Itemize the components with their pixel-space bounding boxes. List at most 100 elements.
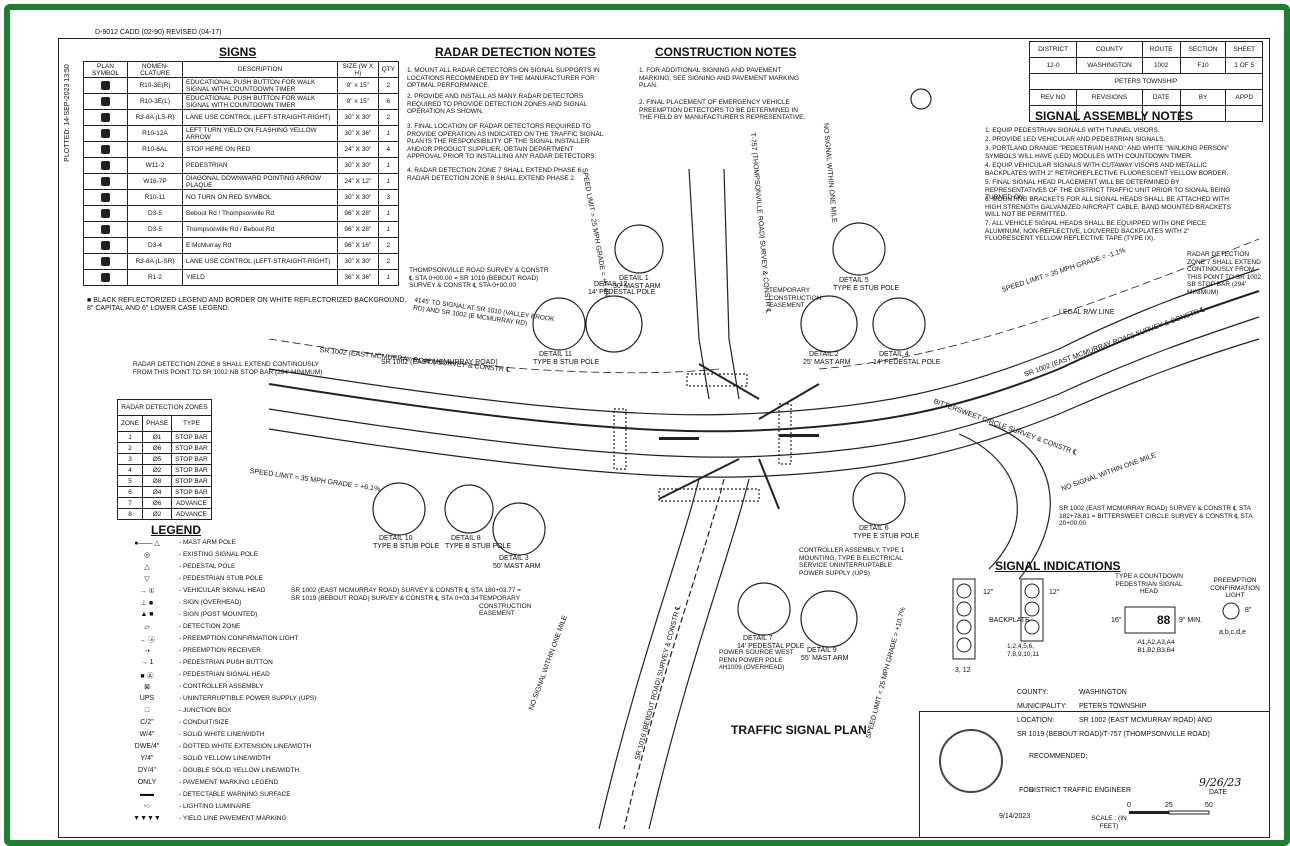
signs-cell-qty: 1 [377,269,400,286]
location-line-1: SR 1002 (EAST MCMURRAY ROAD) AND [1079,717,1213,724]
note-item: 2. PROVIDE AND INSTALL AS MANY RADAR DET… [407,93,588,116]
signal-head-standard [1020,578,1044,642]
recommended-label: RECOMMENDED: [1029,753,1088,760]
signs-cell-nom: W11-2 [126,157,184,174]
north-arrow [910,88,932,110]
detail-number: DETAIL 5 [839,277,869,284]
legend-label: - PEDESTRIAN STUB POLE [179,575,263,582]
detail-num: 6 [884,525,889,532]
legend-symbol-icon: DWE/4" [134,743,160,750]
countdown-label: TYPE A COUNTDOWN PEDESTRIAN SIGNAL HEAD [1115,573,1183,596]
detail-label: TYPE B STUB POLE [445,543,512,550]
radar-zone-header: PHASE [142,415,173,432]
detail-circle-6 [852,472,906,526]
engineer-seal [939,729,1003,793]
bittersweet-west [958,433,1018,570]
legend-label: - SOLID YELLOW LINE/WIDTH [179,755,271,762]
legal-rw: LEGAL R/W LINE [1059,309,1115,316]
plan-title: TRAFFIC SIGNAL PLAN [731,723,867,737]
legal-rw-east [818,238,1260,370]
detail-num: 7 [768,635,773,642]
sign-symbol-icon [100,257,110,266]
stop-bar-west [659,437,699,440]
detail-number: DETAIL 2 [809,351,839,358]
legend-symbol-icon: Y/4" [140,755,154,762]
radar-zone-cell: Ø6 [142,442,173,454]
radar-zone-cell: 2 [116,442,144,454]
detail-num: 9 [832,647,837,654]
radar-zone-cell: 3 [116,453,144,465]
sign-symbol-icon [100,209,110,218]
muni-value: PETERS TOWNSHIP [1079,703,1147,710]
radar-zone-header: ZONE [116,415,144,432]
detail-num: 11 [564,351,572,358]
date-label: DATE [1209,789,1228,796]
radar-zone-cell: STOP BAR [171,486,212,498]
detail-circle-9 [800,590,858,648]
note-item: 3. PORTLAND ORANGE "PEDESTRIAN HAND" AND… [985,145,1229,160]
radar-zone-cell: 6 [116,486,144,498]
radar-zone-cell: ADVANCE [171,508,212,520]
dim-12: 12" [983,589,994,596]
legend-label: - PREEMPTION CONFIRMATION LIGHT [179,635,299,642]
radar-zone-cell: Ø1 [142,431,173,443]
signal-lens [956,619,972,635]
signs-cell-nom: R10-3E(L) [126,93,184,110]
signal-head-3-section [952,578,976,660]
detail-label: 14' PEDESTAL POLE [737,643,805,650]
legend-symbol-icon: ONLY [137,779,157,786]
radar-zone-cell: 7 [116,497,144,509]
road-centerline [268,290,1260,433]
signal-assembly-title: SIGNAL ASSEMBLY NOTES [1035,109,1194,123]
power-note: POWER SOURCE WEST PENN POWER POLE #H1009… [719,649,794,672]
title-block-value: 12-0 [1028,57,1078,74]
detail-label: 14' PEDESTAL POLE [873,359,941,366]
legend-label: - SOLID WHITE LINE/WIDTH [179,731,265,738]
radar-zone-cell: 5 [116,475,144,487]
detail-circle-8 [444,484,494,534]
signs-row: R10-3E(L)EDUCATIONAL PUSH BUTTON FOR WAL… [83,93,400,110]
legend-symbol-icon: □ [144,707,150,714]
mast-arm-1 [698,363,760,400]
scale-label: SCALE : (IN FEET) [1091,815,1127,830]
construction-notes-title: CONSTRUCTION NOTES [655,45,797,59]
note-item: 2. FINAL PLACEMENT OF EMERGENCY VEHICLE … [639,99,806,122]
legend-label: - SIGN (OVERHEAD) [179,599,242,606]
note-item: 5. FINAL SIGNAL HEAD PLACEMENT WILL BE D… [985,179,1231,202]
detail-num: 5 [864,277,869,284]
radar-zone-cell: Ø4 [142,486,173,498]
detail-number: DETAIL 3 [499,555,529,562]
legend-label: - UNINTERRUPTIBLE POWER SUPPLY (UPS) [179,695,317,702]
crosswalk-south [658,488,760,502]
sign-symbol-icon [100,97,110,106]
legend-label: - SIGN (POST MOUNTED) [179,611,258,618]
detail-circle-10 [372,482,426,536]
note-item: 2. PROVIDE LED VEHICULAR AND PEDESTRIAN … [985,136,1166,143]
legend-symbol-icon: DY/4" [137,767,157,774]
radar-zone-cell: Ø2 [142,508,173,520]
signs-cell-nom: R10-11 [126,189,184,206]
head-a-ids: 3, 12 [955,667,971,674]
legend-symbol-icon: -○ [143,803,151,810]
detail-num: 1 [644,275,649,282]
signal-indications-title: SIGNAL INDICATIONS [995,559,1121,573]
detail-label: 30' MAST ARM [613,283,661,290]
sign-symbol-icon [100,113,110,122]
sign-symbol-icon [100,81,110,90]
legend-symbol-icon: UPS [139,695,155,702]
sign-symbol-icon [100,161,110,170]
county-value: WASHINGTON [1079,689,1127,696]
detail-label: 55' MAST ARM [801,655,849,662]
countdown-min: 9" MIN. [1179,617,1203,624]
scale-tick-50: 50 [1205,802,1213,809]
sign-symbol-icon [100,193,110,202]
signs-cell-nom: R10-12A [126,125,184,142]
backplate-label: BACKPLATE [989,617,1030,624]
detail-number: DETAIL 11 [539,351,572,358]
drawing-sheet: D-9012 CADD (02-90) REVISED (04-17) PLOT… [58,29,1270,838]
